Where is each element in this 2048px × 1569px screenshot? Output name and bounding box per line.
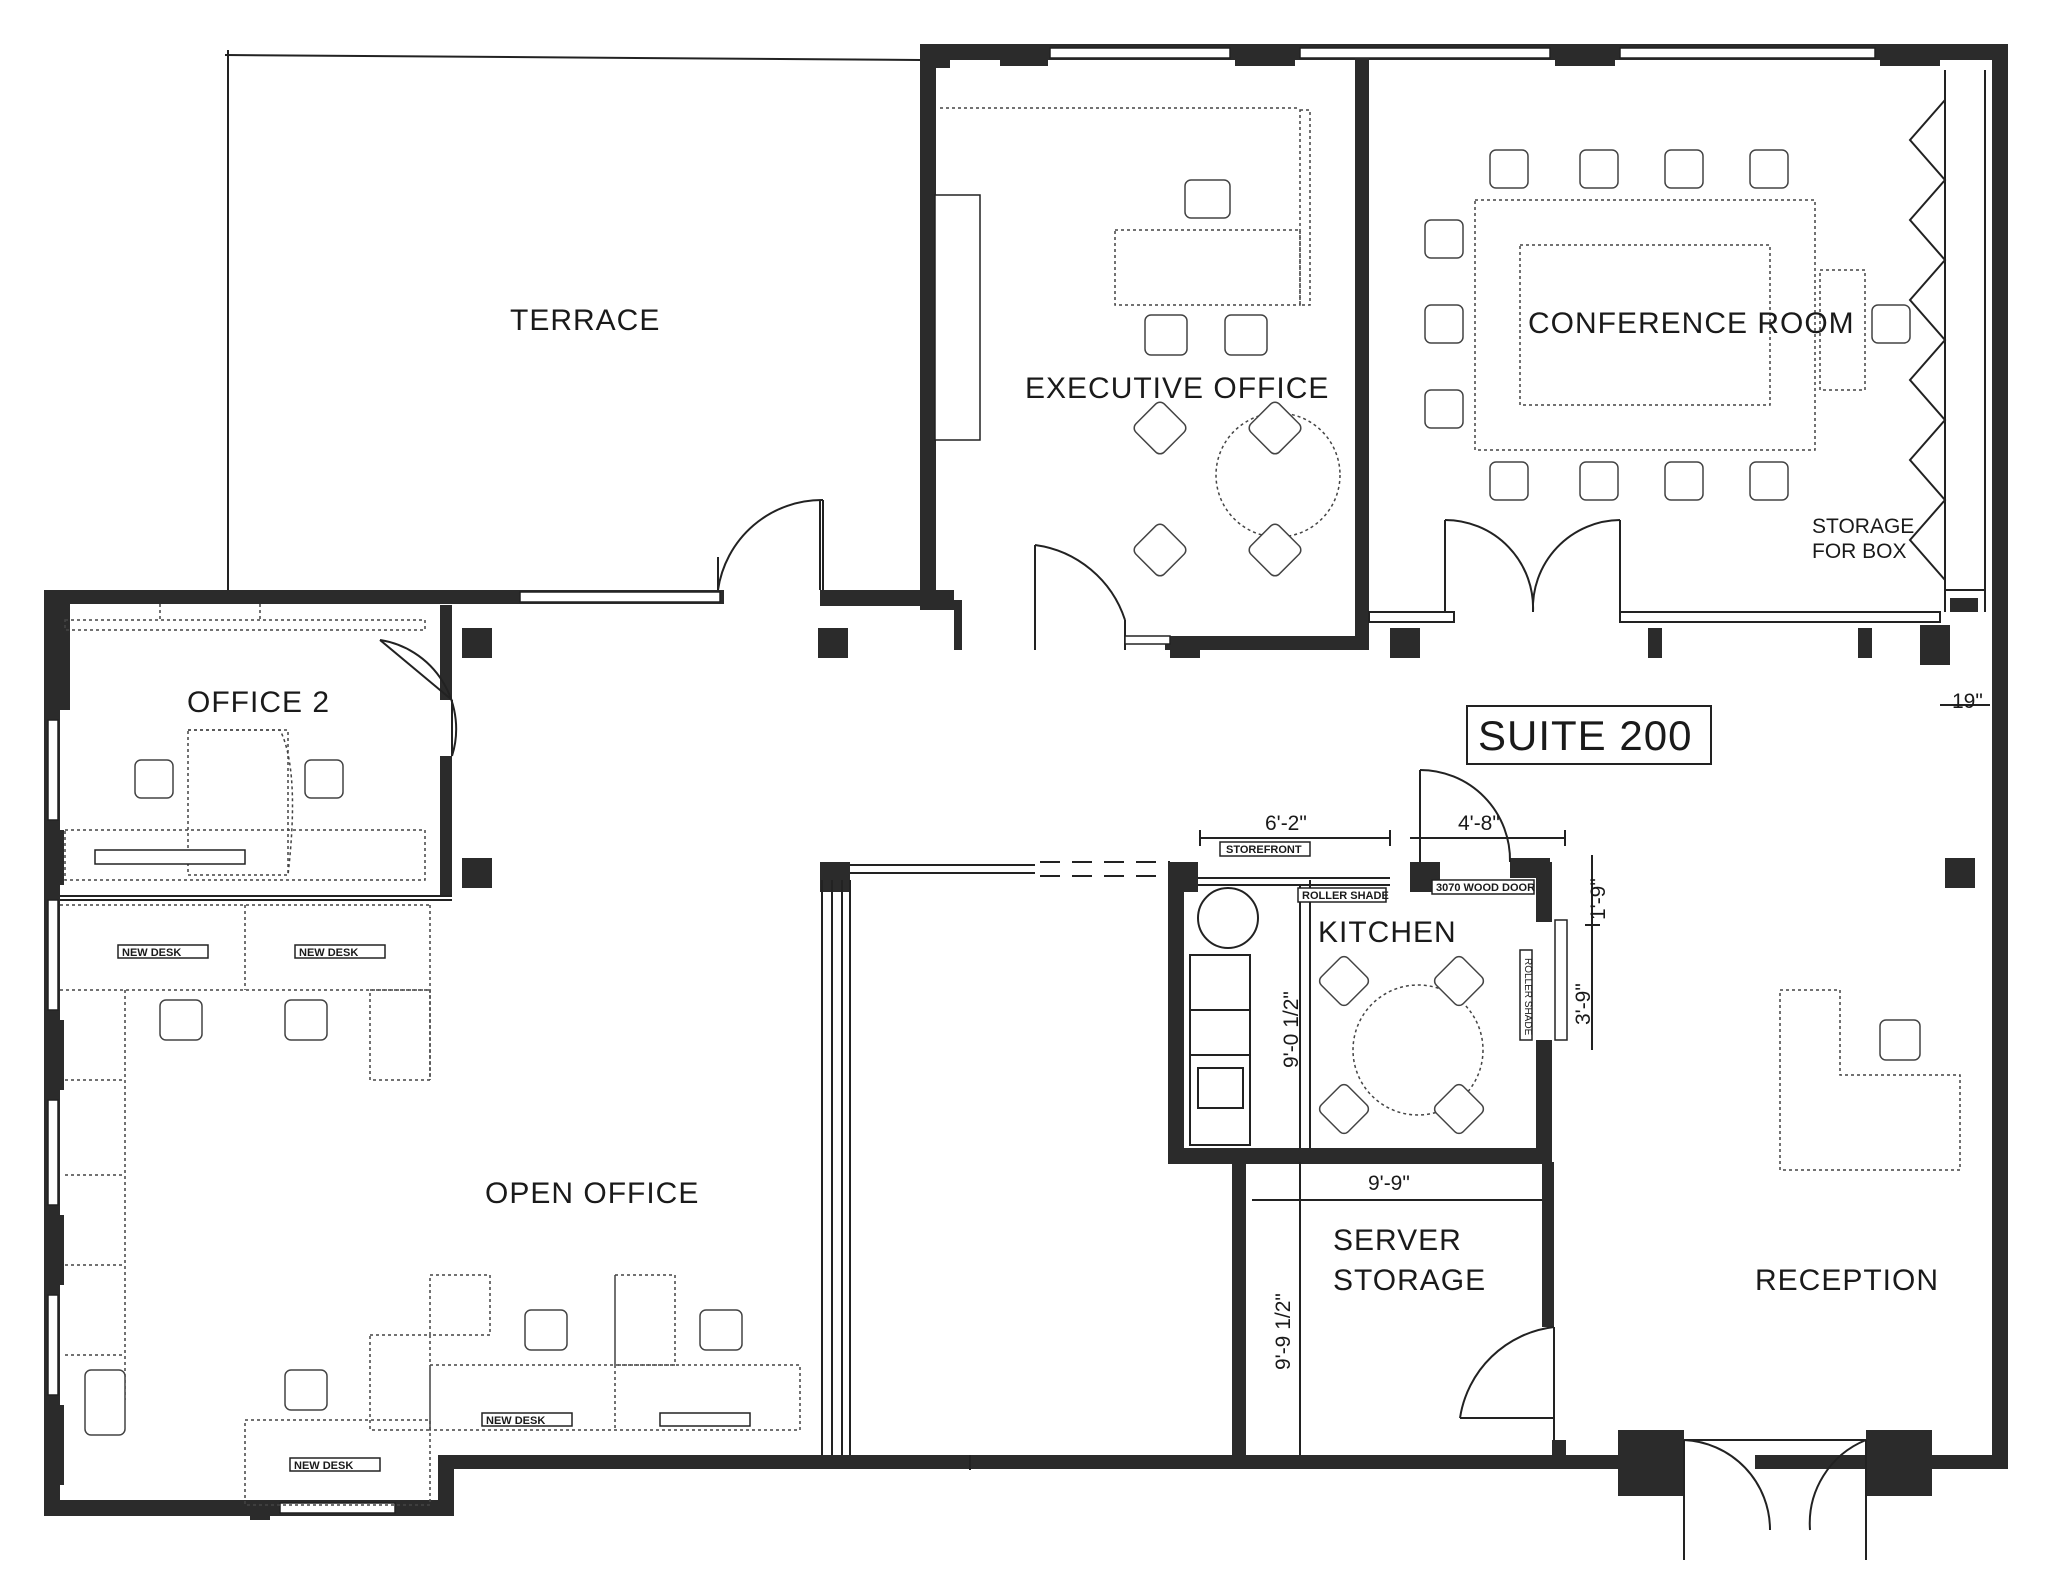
tag-new-desk-3: NEW DESK — [486, 1415, 545, 1427]
tag-new-desk-1: NEW DESK — [122, 947, 181, 959]
room-label-terrace: TERRACE — [510, 304, 660, 337]
tag-roller-shade-side: ROLLER SHADE — [1522, 958, 1533, 1036]
storage-note-line2: FOR BOX — [1812, 540, 1907, 563]
room-label-storage: STORAGE — [1333, 1264, 1486, 1297]
terrace-outline — [224, 50, 921, 590]
dimension-labels: 6'-2" 4'-8" 19" 9'-0 1/2" 9'-9" 9'-9 1/2… — [1265, 690, 1983, 1370]
storage-note: STORAGE FOR BOX — [1812, 515, 1914, 563]
dim-right-upper: 1'-9" — [1587, 878, 1610, 920]
tag-wood-door: 3070 WOOD DOOR — [1436, 882, 1535, 894]
tag-new-desk-2: NEW DESK — [299, 947, 358, 959]
room-label-reception: RECEPTION — [1755, 1264, 1939, 1297]
room-label-office-2: OFFICE 2 — [187, 686, 330, 719]
kitchen-furniture — [1189, 880, 1568, 1148]
dim-storefront-width: 6'-2" — [1265, 812, 1307, 835]
tag-roller-shade-top: ROLLER SHADE — [1302, 890, 1389, 902]
room-label-open-office: OPEN OFFICE — [485, 1177, 699, 1210]
room-label-kitchen: KITCHEN — [1318, 916, 1457, 949]
open-office-furniture — [60, 904, 971, 1506]
suite-label: SUITE 200 — [1466, 705, 1712, 765]
room-labels: TERRACE EXECUTIVE OFFICE CONFERENCE ROOM… — [187, 304, 1939, 1297]
conference-furniture — [1424, 99, 1947, 581]
reception-furniture — [1779, 989, 1961, 1171]
tags: STOREFRONT ROLLER SHADE 3070 WOOD DOOR R… — [122, 841, 1535, 1472]
dim-kitchen-height: 9'-0 1/2" — [1280, 991, 1303, 1068]
tag-new-desk-4: NEW DESK — [294, 1460, 353, 1472]
doors — [379, 498, 1867, 1560]
dim-server-width: 9'-9" — [1368, 1172, 1410, 1195]
interior-walls — [60, 58, 1986, 1460]
dim-door-width: 4'-8" — [1458, 812, 1500, 835]
room-label-conference-room: CONFERENCE ROOM — [1528, 307, 1855, 340]
exterior-windows — [47, 47, 1876, 1514]
suite-label-text: SUITE 200 — [1478, 712, 1692, 759]
executive-office-furniture — [934, 107, 1341, 577]
dim-right-lower: 3'-9" — [1572, 983, 1595, 1025]
office-2-furniture — [64, 604, 426, 881]
dim-wall-19: 19" — [1952, 690, 1983, 713]
dimension-lines — [1199, 704, 1990, 1455]
storage-note-line1: STORAGE — [1812, 515, 1914, 538]
room-label-executive-office: EXECUTIVE OFFICE — [1025, 372, 1329, 405]
tag-storefront: STOREFRONT — [1226, 844, 1302, 856]
room-label-server: SERVER — [1333, 1224, 1462, 1257]
dim-server-height: 9'-9 1/2" — [1272, 1293, 1295, 1370]
